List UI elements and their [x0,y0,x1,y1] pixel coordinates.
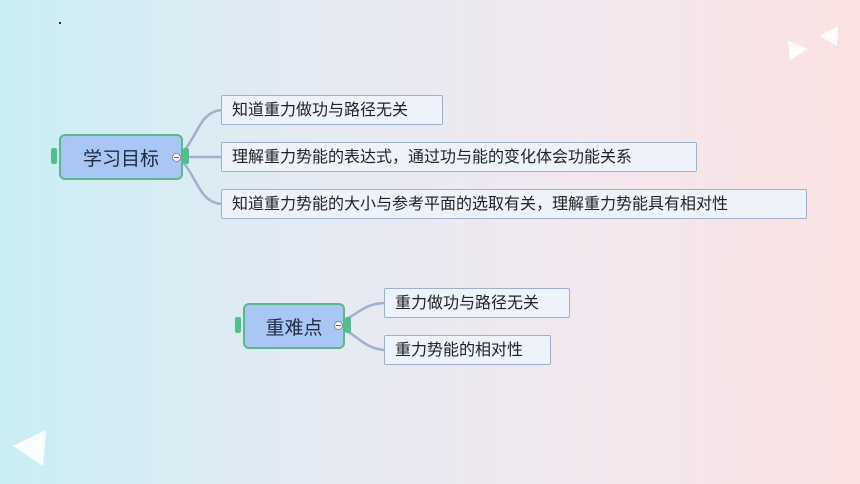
collapse-toggle-icon[interactable] [334,321,343,330]
left-triangle-icon [13,430,46,466]
left-expand-handle[interactable] [235,317,241,333]
connector-1-1 [182,108,222,153]
stray-dot [59,22,61,24]
central-topic-key-points[interactable]: 重难点 [243,303,345,349]
subtopic[interactable]: 知道重力做功与路径无关 [221,95,443,125]
subtopic[interactable]: 重力做功与路径无关 [384,288,570,318]
play-arrow-icon [788,40,808,60]
back-arrow-icon [820,26,838,46]
collapse-toggle-icon[interactable] [172,153,181,162]
central-topic-label: 学习目标 [82,147,159,170]
central-topic-learning-goals[interactable]: 学习目标 [59,134,183,180]
left-expand-handle[interactable] [51,148,57,164]
right-expand-handle[interactable] [345,317,351,333]
central-topic-label: 重难点 [265,316,323,339]
subtopic[interactable]: 理解重力势能的表达式，通过功与能的变化体会功能关系 [221,142,697,172]
right-expand-handle[interactable] [183,148,189,164]
subtopic[interactable]: 知道重力势能的大小与参考平面的选取有关，理解重力势能具有相对性 [221,189,807,219]
connector-2-2 [344,328,385,352]
connector-1-3 [182,161,222,206]
subtopic[interactable]: 重力势能的相对性 [384,335,551,365]
